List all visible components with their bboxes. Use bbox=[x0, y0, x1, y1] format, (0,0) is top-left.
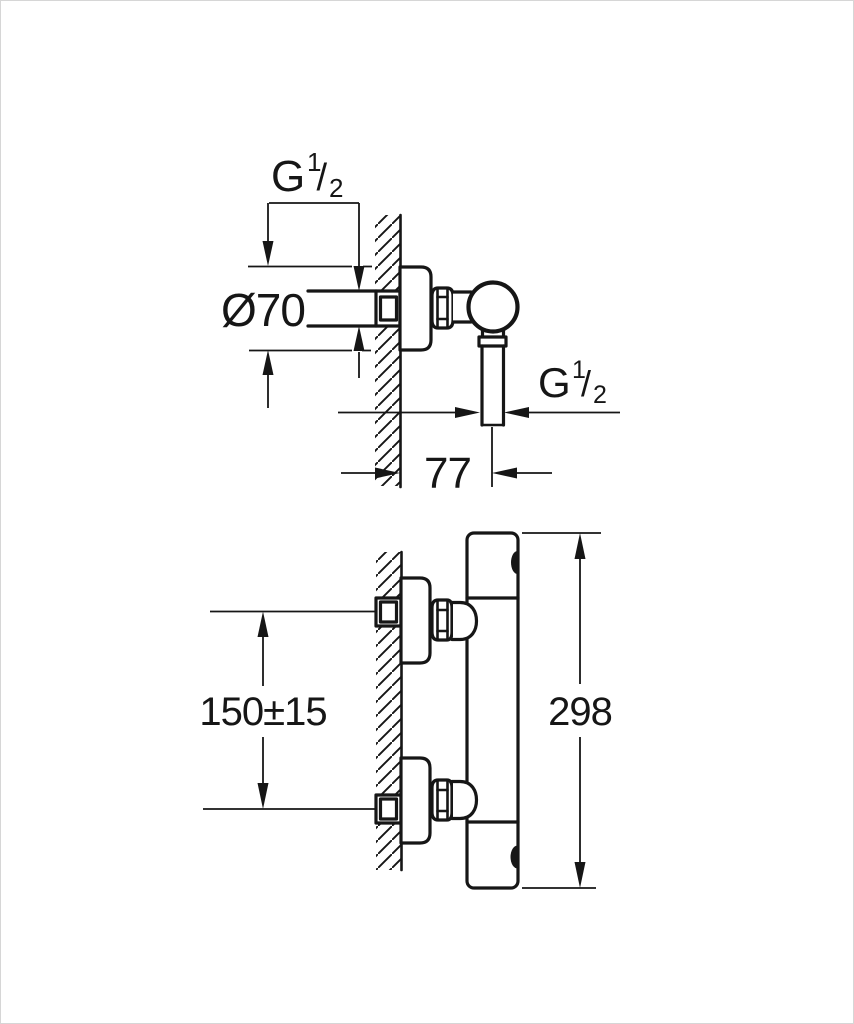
connector-fill bbox=[453, 292, 471, 322]
top-view: G 1 / 2 Ø70 G 1 / 2 bbox=[221, 147, 620, 498]
mixer-body bbox=[465, 531, 520, 890]
supply-pipe-lines bbox=[306, 289, 378, 328]
outlet-pipe bbox=[477, 329, 508, 427]
dim-label-inlet-thread: G 1 / 2 bbox=[271, 147, 343, 203]
union-nut bbox=[430, 286, 455, 330]
dim-label-body-height: 298 bbox=[548, 690, 612, 734]
dim-inlet-thread: G 1 / 2 bbox=[269, 147, 365, 378]
upper-union-nut bbox=[430, 598, 454, 642]
dim-label-outlet-thread: G 1 / 2 bbox=[538, 356, 606, 409]
dim-label-wall-to-outlet: 77 bbox=[424, 449, 471, 498]
front-view: 150±15 298 bbox=[199, 531, 613, 890]
dim-outlet-thread: G 1 / 2 bbox=[338, 356, 620, 418]
valve-body-circle bbox=[466, 280, 520, 334]
dim-label-inlet-spacing: 150±15 bbox=[199, 690, 326, 734]
flange bbox=[398, 265, 433, 352]
connector-lines bbox=[451, 290, 473, 324]
dim-flange-diameter: Ø70 bbox=[221, 203, 372, 408]
lower-union-nut bbox=[430, 778, 454, 822]
lower-handle-knob bbox=[510, 845, 518, 869]
dim-inlet-spacing: 150±15 bbox=[199, 610, 376, 810]
upper-wall-fitting bbox=[374, 596, 403, 628]
dim-label-flange-diameter: Ø70 bbox=[221, 284, 305, 336]
lower-wall-fitting bbox=[374, 793, 403, 825]
upper-flange bbox=[399, 576, 432, 665]
wall-fitting-square bbox=[378, 295, 399, 322]
dim-body-height: 298 bbox=[522, 532, 613, 889]
lower-flange bbox=[399, 756, 432, 845]
lower-inlet-dome bbox=[450, 779, 479, 821]
wall-hatching bbox=[375, 215, 400, 486]
upper-handle-knob bbox=[511, 551, 518, 574]
dim-wall-to-outlet: 77 bbox=[341, 427, 552, 498]
upper-inlet-dome bbox=[450, 600, 479, 642]
